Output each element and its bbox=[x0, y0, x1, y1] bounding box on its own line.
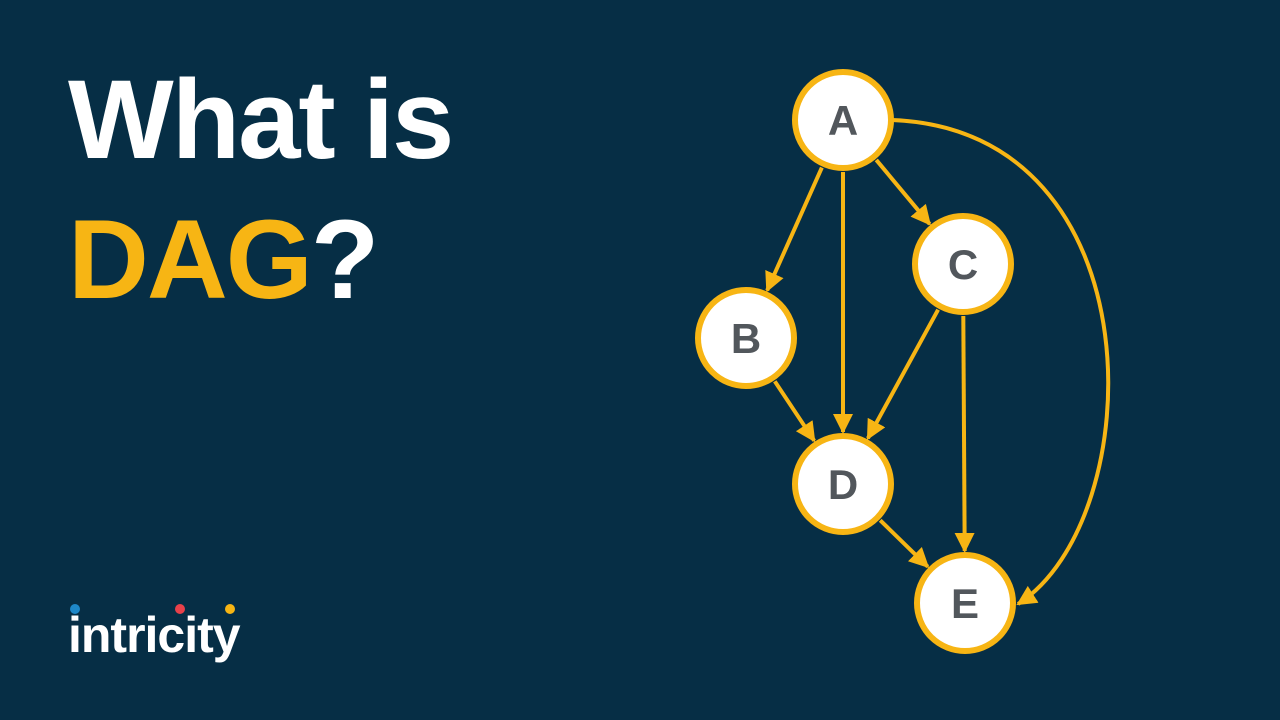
node-circle bbox=[914, 552, 1016, 654]
edge-a-b bbox=[765, 166, 824, 293]
edge-d-e bbox=[878, 518, 930, 569]
brand-name: intricity bbox=[68, 607, 241, 663]
node-d: D bbox=[792, 433, 894, 535]
logo-dot-blue bbox=[70, 604, 80, 614]
node-circle bbox=[912, 213, 1014, 315]
node-label-e: E bbox=[951, 580, 979, 627]
node-c: C bbox=[912, 213, 1014, 315]
edge-a-c bbox=[874, 158, 932, 226]
node-label-b: B bbox=[731, 315, 761, 362]
brand-logo: intricity bbox=[68, 598, 308, 678]
node-label-a: A bbox=[828, 97, 858, 144]
node-label-c: C bbox=[948, 241, 978, 288]
edge-c-d bbox=[866, 308, 940, 441]
page-title: What is DAG? bbox=[68, 50, 454, 330]
node-circle bbox=[792, 69, 894, 171]
node-label-d: D bbox=[828, 461, 858, 508]
title-accent: DAG bbox=[68, 197, 313, 322]
edge-b-d bbox=[773, 380, 816, 443]
node-b: B bbox=[695, 287, 797, 389]
logo-dot-yellow bbox=[225, 604, 235, 614]
nodes-group: A B C D E bbox=[695, 69, 1016, 654]
title-suffix: ? bbox=[310, 197, 379, 322]
edge-a-e bbox=[891, 118, 1111, 606]
title-line-1: What is bbox=[68, 57, 454, 182]
node-a: A bbox=[792, 69, 894, 171]
edge-c-e bbox=[954, 315, 975, 554]
node-circle bbox=[792, 433, 894, 535]
edges-group bbox=[765, 118, 1111, 606]
node-e: E bbox=[914, 552, 1016, 654]
logo-dot-red bbox=[175, 604, 185, 614]
node-circle bbox=[695, 287, 797, 389]
